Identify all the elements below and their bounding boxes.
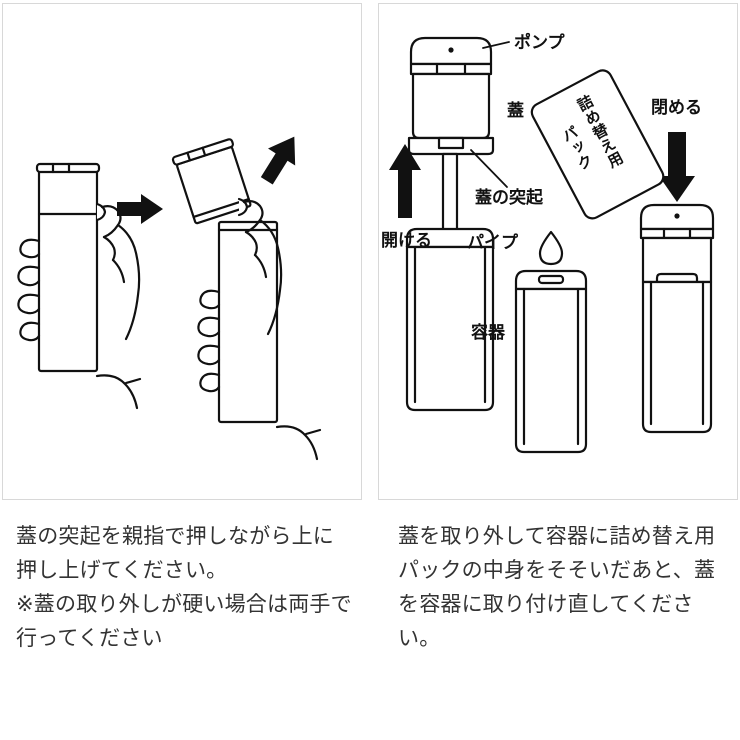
figure-refill-procedure <box>379 4 737 499</box>
panel-refill: ポンプ 蓋 蓋の突起 パイプ 開ける 容器 閉める 詰め替え用 パック <box>378 3 738 500</box>
figure-hand-pressing-lid-protrusion <box>3 4 361 499</box>
label-pipe: パイプ <box>467 233 518 252</box>
caption-refill: 蓋を取り外して容器に詰め替え用パックの中身をそそいだあと、蓋を容器に取り付け直し… <box>398 525 716 650</box>
panel-open-lid <box>2 3 362 500</box>
label-open: 開ける <box>381 231 432 250</box>
label-container: 容器 <box>471 323 505 342</box>
label-pump: ポンプ <box>514 33 565 52</box>
panel-refill-column: ポンプ 蓋 蓋の突起 パイプ 開ける 容器 閉める 詰め替え用 パック 蓋を取り… <box>378 0 740 740</box>
panel-open-lid-column: 蓋の突起を親指で押しながら上に押し上げてください。 ※蓋の取り外しが硬い場合は両… <box>2 0 364 740</box>
caption-open-lid: 蓋の突起を親指で押しながら上に押し上げてください。 ※蓋の取り外しが硬い場合は両… <box>16 525 352 650</box>
label-lid: 蓋 <box>507 101 524 120</box>
label-lid-protrusion: 蓋の突起 <box>475 188 543 207</box>
label-close: 閉める <box>651 98 702 117</box>
